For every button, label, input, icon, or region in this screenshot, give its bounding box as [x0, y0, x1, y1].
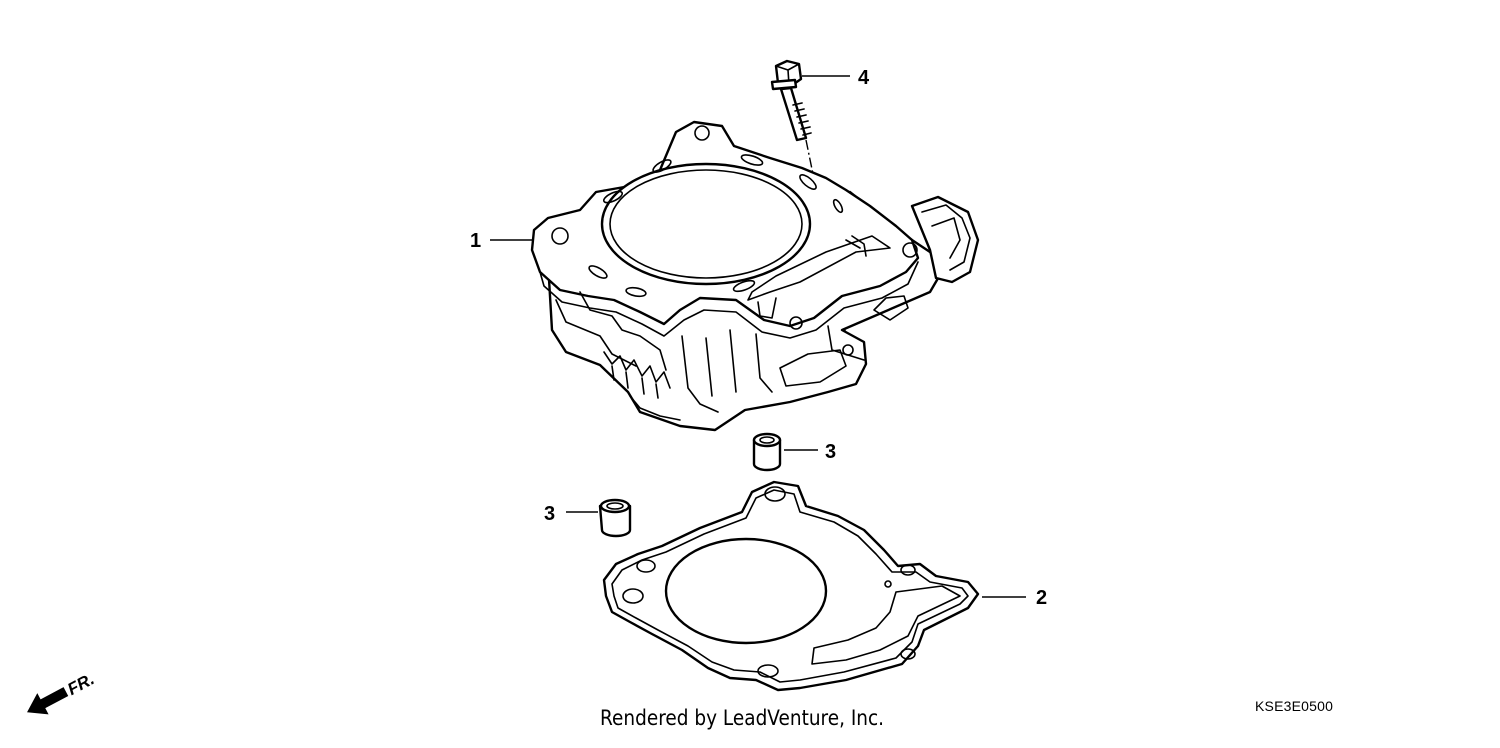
callout-2: 2: [1036, 587, 1047, 609]
callout-1: 1: [470, 230, 481, 252]
callout-4: 4: [858, 67, 870, 89]
credit-text: Rendered by LeadVenture, Inc.: [600, 706, 885, 730]
callout-3-upper: 3: [825, 441, 836, 463]
callout-3-lower: 3: [544, 503, 555, 525]
gasket-part-2[interactable]: [602, 480, 980, 692]
diagram-code: KSE3E0500: [1255, 698, 1334, 714]
dowel-pin-part-3-upper[interactable]: [752, 432, 782, 472]
dowel-pin-part-3-lower[interactable]: [598, 498, 632, 538]
front-arrow-icon: FR.: [27, 669, 97, 715]
bolt-part-4[interactable]: [770, 59, 812, 142]
cylinder-part-1[interactable]: [530, 120, 980, 432]
front-label: FR.: [64, 669, 97, 699]
